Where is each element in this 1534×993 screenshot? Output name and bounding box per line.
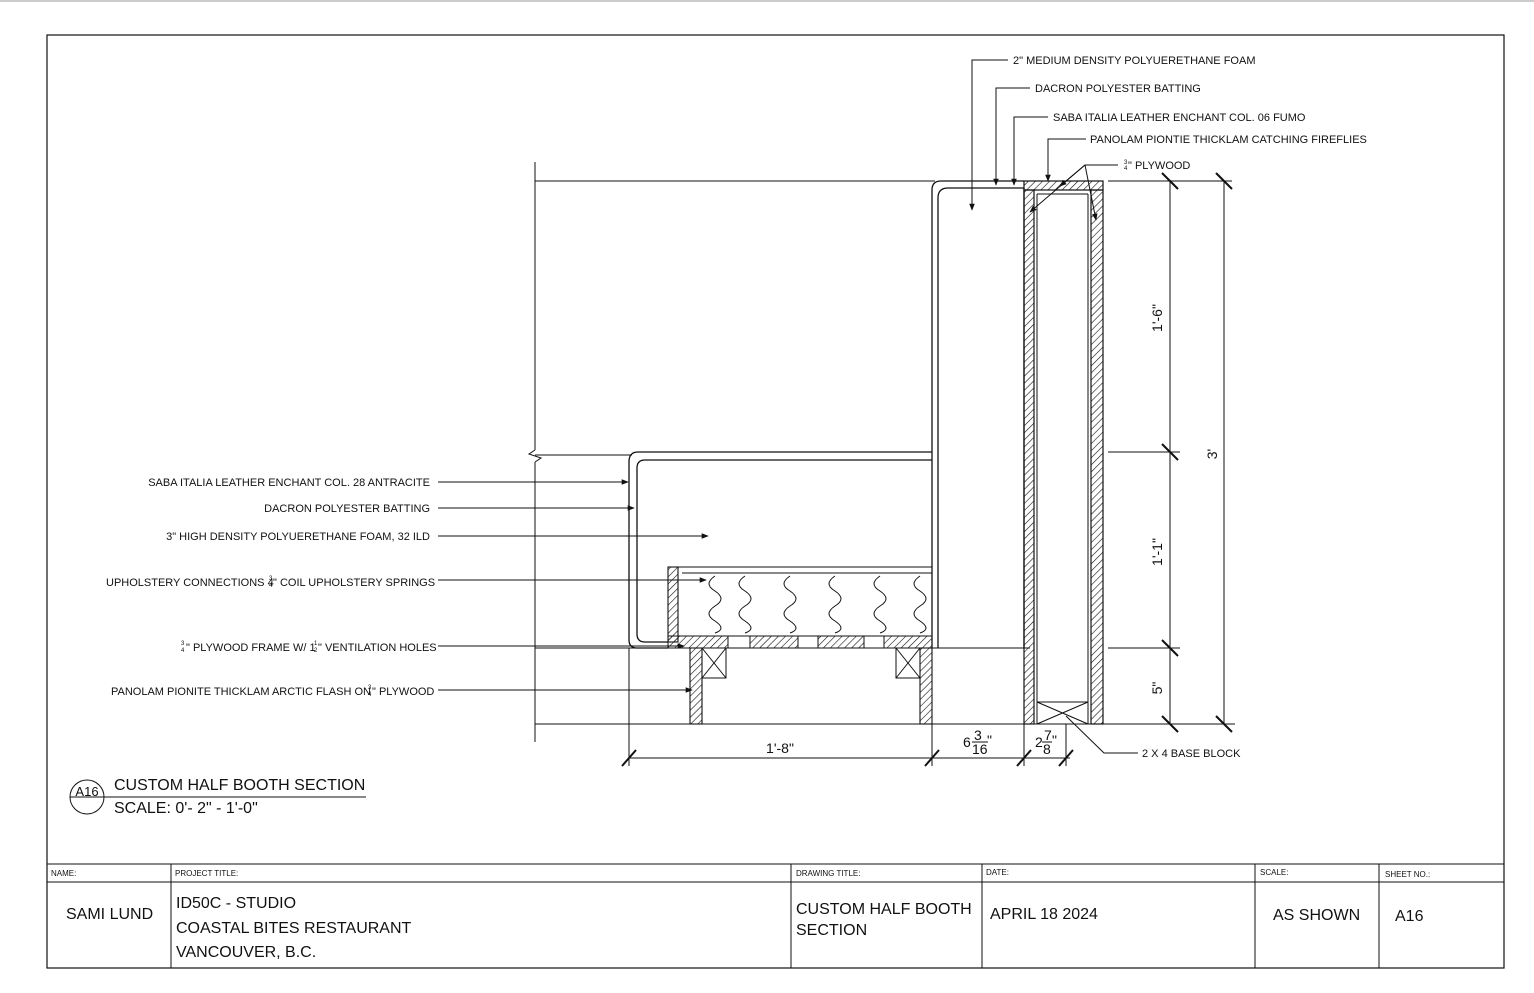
tb-project-head: PROJECT TITLE: bbox=[175, 869, 238, 878]
dim-back-lower: 1'-1" bbox=[1149, 538, 1165, 566]
sheet-border bbox=[46, 34, 1505, 969]
section-title-block: A16 CUSTOM HALF BOOTH SECTION SCALE: 0'-… bbox=[69, 777, 366, 817]
label-saba-antracite: SABA ITALIA LEATHER ENCHANT COL. 28 ANTR… bbox=[148, 477, 430, 489]
tb-date-head: DATE: bbox=[986, 868, 1009, 877]
dim-panel: 2 7 8 " bbox=[1035, 727, 1057, 757]
svg-text:4: 4 bbox=[1124, 166, 1128, 172]
svg-text:4: 4 bbox=[368, 692, 372, 698]
dim-overall: 3' bbox=[1204, 449, 1220, 459]
label-panolam-arctic: PANOLAM PIONITE THICKLAM ARCTIC FLASH ON… bbox=[111, 685, 434, 698]
leaders-seat bbox=[438, 479, 709, 693]
svg-text:3: 3 bbox=[1124, 160, 1128, 166]
svg-text:3: 3 bbox=[974, 727, 982, 743]
tb-project-line2: COASTAL BITES RESTAURANT bbox=[176, 920, 412, 937]
svg-text:UPHOLSTERY CONNECTIONS 4: UPHOLSTERY CONNECTIONS 4 bbox=[106, 577, 274, 589]
svg-text:8: 8 bbox=[1043, 741, 1051, 757]
tb-scale-head: SCALE: bbox=[1260, 868, 1288, 877]
svg-text:" PLYWOOD: " PLYWOOD bbox=[1128, 160, 1190, 172]
svg-text:3: 3 bbox=[269, 576, 273, 582]
svg-text:3: 3 bbox=[368, 685, 372, 691]
svg-text:6: 6 bbox=[963, 734, 971, 750]
seat-base bbox=[689, 647, 933, 725]
svg-text:" PLYWOOD FRAME W/ 1: " PLYWOOD FRAME W/ 1 bbox=[186, 642, 316, 654]
svg-text:PANOLAM PIONITE THICKLAM ARCT: PANOLAM PIONITE THICKLAM ARCTIC FLASH ON bbox=[111, 686, 371, 698]
label-foam-2in: 2" MEDIUM DENSITY POLYUERETHANE FOAM bbox=[1013, 55, 1255, 67]
back-panel bbox=[1023, 180, 1104, 725]
tb-drawing-line1: CUSTOM HALF BOOTH bbox=[796, 901, 972, 918]
horizontal-dimensions bbox=[621, 648, 1074, 767]
svg-text:" COIL UPHOLSTERY SPRINGS: " COIL UPHOLSTERY SPRINGS bbox=[273, 577, 435, 589]
tb-sheet-head: SHEET NO.: bbox=[1385, 870, 1430, 879]
svg-text:4: 4 bbox=[269, 583, 273, 589]
label-panolam-fireflies: PANOLAM PIONTIE THICKLAM CATCHING FIREFL… bbox=[1090, 134, 1367, 146]
base-block bbox=[1036, 701, 1089, 725]
svg-text:4: 4 bbox=[181, 648, 185, 654]
dim-seat-depth: 1'-8" bbox=[766, 740, 794, 756]
section-scale: SCALE: 0'- 2" - 1'-0" bbox=[114, 800, 258, 817]
title-block: NAME: SAMI LUND PROJECT TITLE: ID50C - S… bbox=[47, 863, 1504, 968]
svg-text:2: 2 bbox=[314, 648, 318, 654]
label-foam-3in: 3" HIGH DENSITY POLYUERETHANE FOAM, 32 I… bbox=[166, 531, 430, 543]
section-title: CUSTOM HALF BOOTH SECTION bbox=[114, 777, 365, 794]
dim-back-upper: 1'-6" bbox=[1149, 304, 1165, 332]
tb-drawing-line2: SECTION bbox=[796, 922, 867, 939]
tb-name-head: NAME: bbox=[51, 869, 76, 878]
tb-scale: AS SHOWN bbox=[1273, 907, 1360, 924]
label-springs: UPHOLSTERY CONNECTIONS 4 3 4 " COIL UPHO… bbox=[106, 576, 435, 589]
label-plywood-back: 3 4 " PLYWOOD bbox=[1124, 160, 1190, 172]
leaders-back bbox=[969, 59, 1138, 754]
tb-sheet: A16 bbox=[1395, 908, 1424, 925]
svg-text:7: 7 bbox=[1044, 727, 1052, 743]
seat-cushion bbox=[628, 451, 932, 649]
label-dacron-top: DACRON POLYESTER BATTING bbox=[1035, 83, 1201, 95]
svg-text:" PLYWOOD: " PLYWOOD bbox=[372, 686, 434, 698]
section-tag: A16 bbox=[75, 784, 98, 799]
label-plywood-frame: 3 4 " PLYWOOD FRAME W/ 1 1 2 " VENTILATI… bbox=[181, 641, 437, 654]
svg-text:2: 2 bbox=[1035, 734, 1043, 750]
coil-springs bbox=[708, 575, 927, 634]
dim-back-thickness: 6 3 16 " bbox=[963, 727, 992, 757]
svg-text:": " bbox=[987, 732, 992, 748]
dim-base: 5" bbox=[1149, 682, 1165, 695]
svg-text:16: 16 bbox=[972, 741, 988, 757]
svg-text:" VENTILATION HOLES: " VENTILATION HOLES bbox=[318, 642, 437, 654]
label-dacron-seat: DACRON POLYESTER BATTING bbox=[264, 503, 430, 515]
tb-drawing-head: DRAWING TITLE: bbox=[796, 869, 860, 878]
svg-text:3: 3 bbox=[181, 641, 185, 647]
tb-name: SAMI LUND bbox=[66, 906, 153, 923]
tb-project-line1: ID50C - STUDIO bbox=[176, 895, 296, 912]
spring-box bbox=[667, 566, 933, 649]
label-saba-fumo: SABA ITALIA LEATHER ENCHANT COL. 06 FUMO bbox=[1053, 112, 1306, 124]
svg-text:": " bbox=[1052, 732, 1057, 748]
vertical-dimensions bbox=[1108, 172, 1233, 733]
tb-project-line3: VANCOUVER, B.C. bbox=[176, 944, 316, 961]
tb-date: APRIL 18 2024 bbox=[990, 906, 1098, 923]
svg-text:1: 1 bbox=[314, 641, 318, 647]
back-cushion bbox=[931, 180, 1025, 648]
label-base-block: 2 X 4 BASE BLOCK bbox=[1142, 748, 1241, 760]
